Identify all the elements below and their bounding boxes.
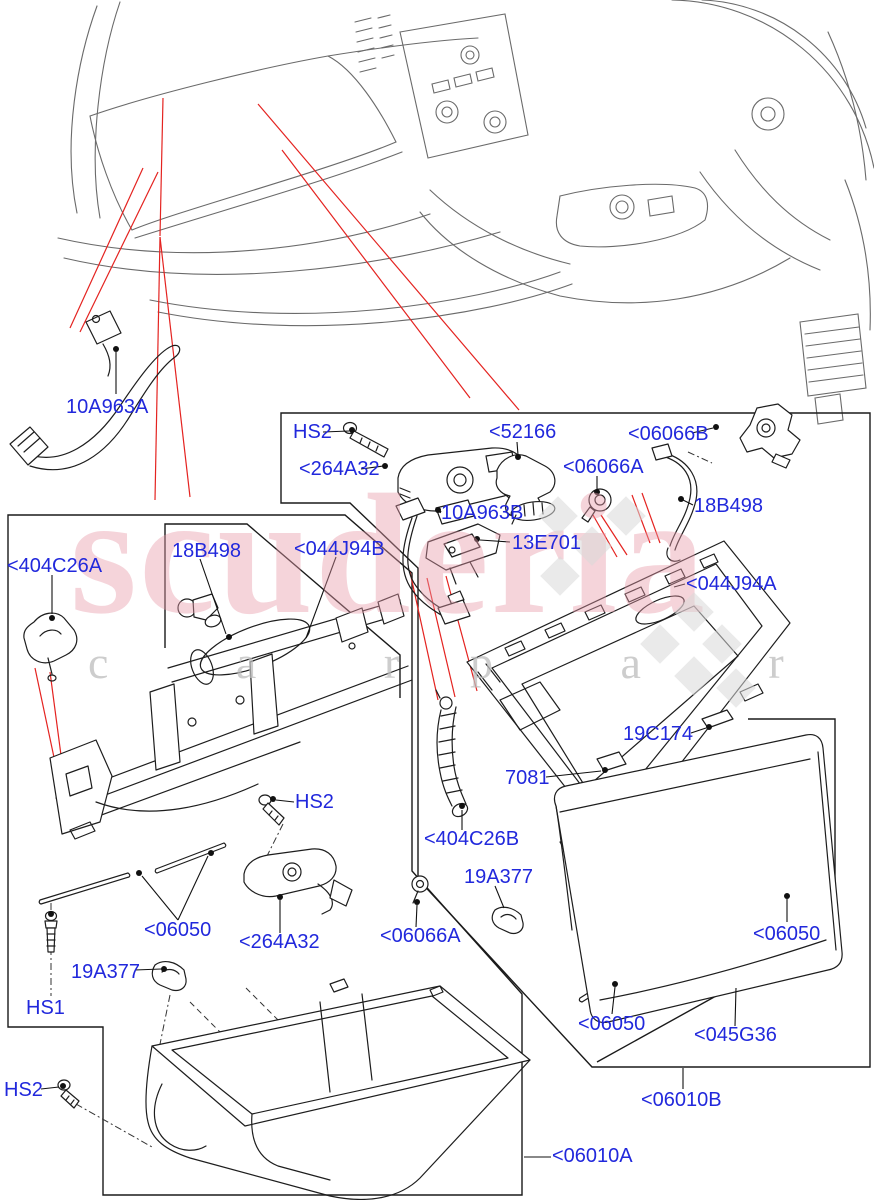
part-label-06066B[interactable]: <06066B: [628, 423, 709, 445]
grommet-06066a-top-sketch: [581, 488, 612, 523]
part-label-13E701[interactable]: 13E701: [512, 532, 581, 554]
watermark-brand: scuderia: [70, 460, 707, 650]
watermark-tagline-car: c a r: [88, 637, 457, 688]
check-strap-404c26b-sketch: [435, 689, 469, 818]
wiring-harness-10a963a-sketch: [9, 310, 181, 471]
cable-18b498-right-sketch: [651, 443, 698, 562]
dashboard-sketch: [57, 0, 874, 425]
striker-13e701-sketch: [425, 523, 501, 585]
part-label-19A377-left[interactable]: 19A377: [71, 961, 140, 983]
glovebox-frame-044j94b-sketch: [49, 593, 413, 840]
part-label-045G36[interactable]: <045G36: [694, 1024, 777, 1046]
part-label-06066A-top[interactable]: <06066A: [563, 456, 644, 478]
part-label-10A963B[interactable]: 10A963B: [441, 502, 523, 524]
part-label-264A32-top[interactable]: <264A32: [299, 458, 380, 480]
part-label-044J94B[interactable]: <044J94B: [294, 538, 385, 560]
slot-19c174-sketch: [701, 709, 734, 729]
part-label-404C26A[interactable]: <404C26A: [7, 555, 103, 577]
part-label-044J94A[interactable]: <044J94A: [686, 573, 777, 595]
part-label-7081[interactable]: 7081: [505, 767, 550, 789]
label-leader-lines: [40, 346, 790, 1158]
tag-7081-sketch: [596, 751, 627, 772]
watermark: scuderia c a r p a r t s: [70, 460, 874, 708]
part-label-06050-right[interactable]: <06050: [753, 923, 820, 945]
part-labels: 10A963A HS2 <264A32 <52166 <06066B <0606…: [4, 396, 820, 1167]
part-label-264A32-bottom[interactable]: <264A32: [239, 931, 320, 953]
watermark-checkered-flag: [538, 496, 756, 708]
part-label-52166[interactable]: <52166: [489, 421, 556, 443]
part-label-18B498-right[interactable]: 18B498: [694, 495, 763, 517]
clip-19a377-left-sketch: [151, 960, 187, 992]
part-label-19A377-right[interactable]: 19A377: [464, 866, 533, 888]
clip-404c26a-sketch: [23, 612, 78, 682]
part-label-18B498-left[interactable]: 18B498: [172, 540, 241, 562]
part-label-HS1[interactable]: HS1: [26, 997, 65, 1019]
part-label-06010B[interactable]: <06010B: [641, 1089, 722, 1111]
part-sketches: [9, 310, 843, 1200]
part-label-HS2-top[interactable]: HS2: [293, 421, 332, 443]
part-label-HS2-bottom[interactable]: HS2: [4, 1079, 43, 1101]
part-label-06050-mid[interactable]: <06050: [578, 1013, 645, 1035]
glovebox-door-045g36-sketch: [553, 733, 843, 1024]
grommet-06066a-bottom-sketch: [411, 875, 429, 904]
latch-264a32-bottom-sketch: [243, 848, 353, 915]
glovebox-bin-06010a-sketch: [145, 978, 531, 1200]
bulb-socket-18b498-left-sketch: [177, 593, 222, 628]
lock-06066b-sketch: [739, 403, 801, 469]
clip-19a377-right-sketch: [491, 906, 524, 935]
part-label-06010A[interactable]: <06010A: [552, 1145, 633, 1167]
part-label-06066A-bottom[interactable]: <06066A: [380, 925, 461, 947]
part-label-10A963A[interactable]: 10A963A: [66, 396, 149, 418]
screw-hs2-mid-sketch: [258, 794, 285, 826]
wire-10a963b-sketch: [395, 497, 471, 625]
screw-hs1-sketch: [44, 910, 58, 953]
part-label-HS2-mid[interactable]: HS2: [295, 791, 334, 813]
group-box-left: [7, 514, 523, 1196]
part-label-06050-left[interactable]: <06050: [144, 919, 211, 941]
part-label-404C26B[interactable]: <404C26B: [424, 828, 519, 850]
part-label-19C174[interactable]: 19C174: [623, 723, 693, 745]
